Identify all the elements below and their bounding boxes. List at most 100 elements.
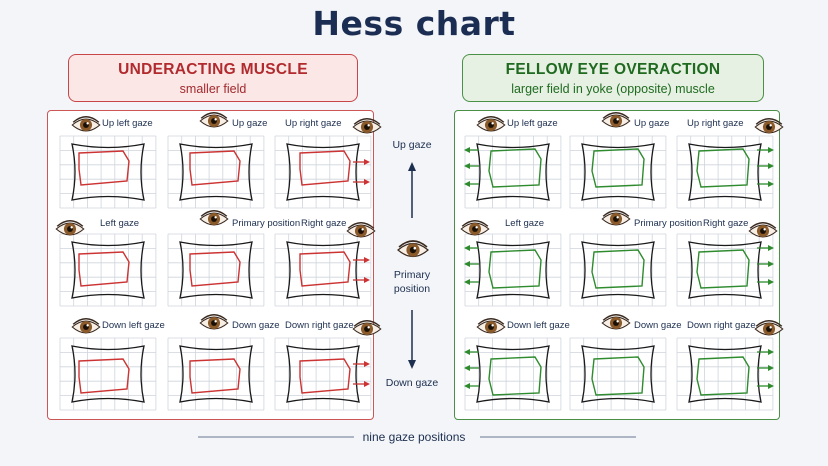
gaze-label-down-right: Down right gaze [687,320,756,331]
underacting-subtitle: smaller field [179,82,247,96]
right-cell-right: Right gaze [675,214,778,308]
eye-icon [601,210,631,226]
hess-grid-down-right [676,337,774,411]
center-up-label: Up gaze [392,139,432,151]
eye-icon [71,318,101,334]
center-arrows [408,162,416,369]
eye-icon-wrap [600,312,632,334]
right-cell-down-right: Down right gaze [675,318,784,412]
eye-icon [352,320,382,336]
eye-icon-wrap [345,220,377,242]
eye-icon [55,220,85,236]
right-cell-up-right: Up right gaze [675,116,784,210]
eye-icon [71,116,101,132]
eye-icon [476,116,506,132]
footer-lines [198,436,636,438]
right-cell-left: Left gaze [460,214,563,308]
overaction-title: FELLOW EYE OVERACTION [505,61,721,78]
gaze-label-up-left: Up left gaze [507,118,558,129]
arrow-up-icon [408,162,416,218]
eye-icon [346,222,376,238]
gaze-label-primary: Primary position [634,218,703,229]
hess-grid-primary [569,233,667,307]
gaze-label-left: Left gaze [505,218,545,229]
eye-icon-wrap [198,312,230,334]
hess-grid-up-left [59,135,157,209]
eye-icon-wrap [351,318,383,340]
hess-grid-left [59,233,157,307]
eye-icon [397,240,429,258]
hess-grid-down-right [274,337,372,411]
right-cell-up: Up gaze [568,112,670,210]
arrow-right-icon [353,257,370,283]
gaze-label-left: Left gaze [100,218,140,229]
arrow-left-icon [464,245,479,285]
gaze-label-right: Right gaze [703,218,749,229]
overaction-header: FELLOW EYE OVERACTION larger field in yo… [462,54,764,102]
left-cell-down-right: Down right gaze [273,318,382,412]
gaze-label-up-left: Up left gaze [102,118,153,129]
eye-icon-wrap [753,116,785,138]
arrow-left-icon [464,147,479,187]
left-cell-up-left: Up left gaze [58,116,158,210]
eye-icon-wrap [70,316,102,338]
right-cell-down: Down gaze [568,314,682,412]
hess-grid-up-right [274,135,372,209]
eye-icon [748,222,778,238]
eye-icon [601,112,631,128]
eye-icon [460,220,490,236]
eye-icon-wrap [459,218,491,240]
hess-grid-left [464,233,562,307]
gaze-label-up-right: Up right gaze [285,118,342,129]
left-cell-primary: Primary position [166,210,300,308]
eye-icon [476,318,506,334]
arrow-right-icon [353,361,370,387]
center-down-label: Down gaze [385,377,439,389]
left-cell-up: Up gaze [166,112,268,210]
gaze-label-right: Right gaze [301,218,347,229]
center-primary-line2: position [393,283,431,295]
eye-icon [199,210,229,226]
eye-icon-wrap [600,110,632,132]
hess-grid-down [569,337,667,411]
gaze-label-down: Down gaze [634,320,682,331]
eye-icon-wrap [70,114,102,136]
eye-icon [754,118,784,134]
eye-icon-wrap [475,316,507,338]
arrow-right-icon [757,349,774,389]
underacting-panel [47,110,374,420]
gaze-label-primary: Primary position [232,218,301,229]
arrow-right-icon [353,159,370,185]
right-cell-down-left: Down left gaze [463,316,570,412]
hess-grid-up [167,135,265,209]
arrow-down-icon [408,310,416,369]
overaction-panel [454,110,780,420]
right-cell-up-left: Up left gaze [463,116,563,210]
eye-icon-wrap [753,318,785,340]
eye-icon-wrap [351,116,383,138]
hess-grid-up-right [676,135,774,209]
arrow-right-icon [757,147,774,187]
left-cell-right: Right gaze [273,214,376,308]
hess-grid-up [569,135,667,209]
center-primary-line1: Primary [393,269,431,281]
eye-icon [754,320,784,336]
eye-icon [601,314,631,330]
gaze-label-down: Down gaze [232,320,280,331]
overaction-subtitle: larger field in yoke (opposite) muscle [511,82,715,96]
eye-icon [199,112,229,128]
gaze-label-up-right: Up right gaze [687,118,744,129]
arrow-right-icon [757,245,774,285]
left-cell-left: Left gaze [55,214,158,308]
gaze-label-up: Up gaze [232,118,268,129]
right-cell-primary: Primary position [568,210,702,308]
gaze-label-up: Up gaze [634,118,670,129]
eye-icon-wrap [747,220,779,242]
center-primary-label: Primary position [380,268,444,296]
eye-icon-wrap [54,218,86,240]
hess-grid-down [167,337,265,411]
arrow-left-icon [464,349,479,389]
eye-icon-wrap [475,114,507,136]
eye-icon-wrap [198,208,230,230]
footer-label: nine gaze positions [362,430,466,444]
